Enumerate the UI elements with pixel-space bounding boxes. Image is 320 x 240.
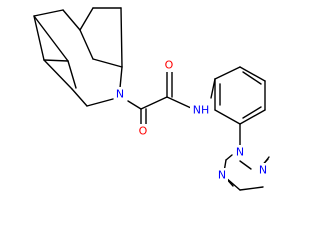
chemical-structure-diagram: N O O NH N N N [0, 0, 300, 200]
atom-nh-label: NH [193, 104, 210, 117]
atom-nh: NH [190, 103, 212, 117]
atom-n3: N [257, 163, 269, 177]
atom-n2: N [234, 145, 246, 159]
atom-o1: O [137, 124, 149, 138]
atom-labels: N O O NH N N N [114, 58, 269, 182]
atom-n4-label: N [218, 169, 226, 182]
atom-o2: O [163, 58, 175, 72]
bonds [33, 7, 270, 191]
atom-o1-label: O [139, 125, 148, 138]
atom-n2-label: N [236, 146, 244, 159]
atom-n1: N [114, 87, 126, 101]
atom-n4: N [216, 168, 228, 182]
background [0, 0, 300, 200]
atom-o2-label: O [165, 59, 174, 72]
atom-n3-label: N [259, 164, 267, 177]
atom-n1-label: N [116, 88, 124, 101]
